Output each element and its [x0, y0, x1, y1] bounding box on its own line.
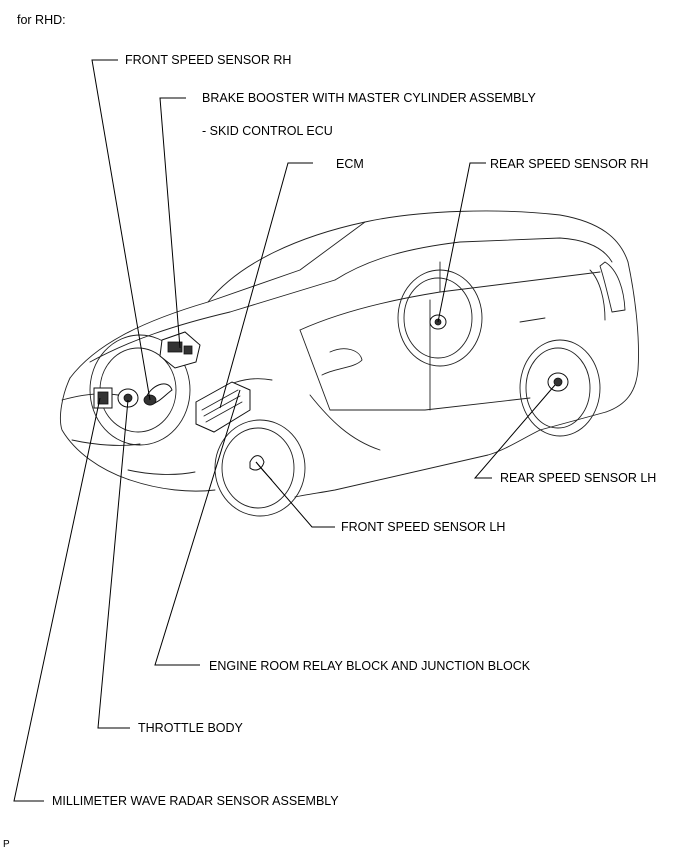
label-millimeter-wave-radar: MILLIMETER WAVE RADAR SENSOR ASSEMBLY	[52, 794, 339, 808]
radar-sensor-part	[93, 387, 113, 409]
rear-speed-sensor-lh-part	[547, 372, 569, 392]
label-front-speed-sensor-lh: FRONT SPEED SENSOR LH	[341, 520, 506, 534]
label-rear-speed-sensor-rh: REAR SPEED SENSOR RH	[490, 157, 649, 171]
leader-rear-speed-sensor-lh	[473, 384, 556, 479]
leader-front-speed-sensor-rh	[91, 59, 151, 401]
leader-brake-booster	[159, 97, 186, 349]
ecm-part	[195, 381, 251, 433]
label-brake-booster: BRAKE BOOSTER WITH MASTER CYLINDER ASSEM…	[202, 91, 536, 105]
label-skid-control-ecu: - SKID CONTROL ECU	[202, 124, 333, 138]
variant-heading: for RHD:	[17, 13, 66, 27]
leader-front-speed-sensor-lh	[255, 461, 335, 528]
leader-engine-room-relay-block	[154, 389, 241, 666]
throttle-body-part	[117, 388, 139, 408]
car-body	[59, 210, 639, 498]
leader-lines	[13, 59, 556, 802]
leader-throttle-body	[97, 399, 130, 729]
leader-rear-speed-sensor-rh	[437, 162, 486, 323]
label-throttle-body: THROTTLE BODY	[138, 721, 243, 735]
leader-millimeter-wave-radar	[13, 397, 101, 802]
leader-ecm	[219, 162, 313, 409]
label-front-speed-sensor-rh: FRONT SPEED SENSOR RH	[125, 53, 292, 67]
label-engine-room-relay-block: ENGINE ROOM RELAY BLOCK AND JUNCTION BLO…	[209, 659, 531, 673]
label-ecm: ECM	[336, 157, 364, 171]
figure-code: P	[3, 839, 10, 850]
label-rear-speed-sensor-lh: REAR SPEED SENSOR LH	[500, 471, 657, 485]
brake-booster-part	[159, 331, 201, 369]
wheels	[89, 269, 601, 517]
